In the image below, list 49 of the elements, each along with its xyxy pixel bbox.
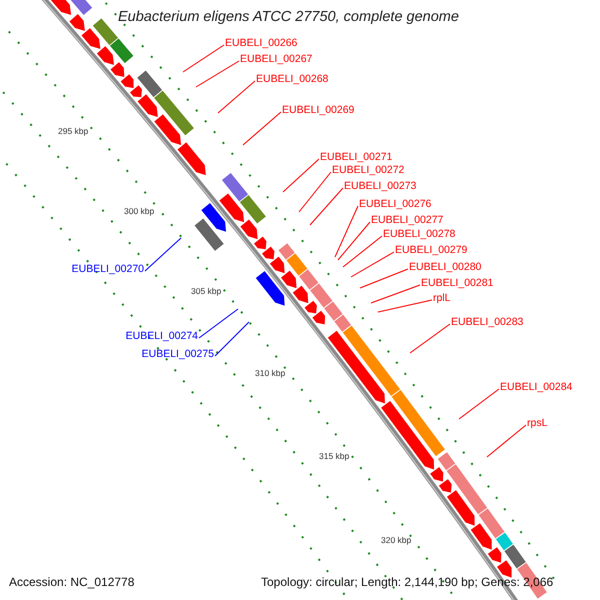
gene-label: EUBELI_00271 — [320, 151, 392, 163]
scale-label: 305 kbp — [191, 286, 222, 296]
scale-label: 310 kbp — [255, 368, 286, 378]
gene-label: EUBELI_00283 — [451, 316, 524, 328]
leader-line — [486, 424, 526, 458]
title: Eubacterium eligens ATCC 27750, complete genome — [118, 9, 459, 26]
leader-line — [342, 236, 382, 268]
leader-line — [198, 308, 238, 338]
leader-line — [182, 44, 224, 72]
gene-label: EUBELI_00284 — [500, 381, 572, 393]
gene-label: EUBELI_00273 — [344, 180, 416, 192]
leader-line — [338, 222, 370, 260]
gene-label: EUBELI_00279 — [395, 244, 468, 256]
gene-label: EUBELI_00274 — [126, 330, 198, 342]
leader-line — [458, 388, 500, 420]
scale-label: 300 kbp — [124, 206, 154, 216]
leader-line — [144, 238, 182, 272]
gene-label: EUBELI_00276 — [359, 198, 432, 210]
gene-label: EUBELI_00275 — [142, 348, 214, 360]
leader-line — [378, 300, 432, 312]
gene-label: EUBELI_00270 — [72, 263, 144, 275]
scale-label: 315 kbp — [319, 451, 350, 461]
gene-label: EUBELI_00278 — [383, 228, 456, 240]
gene-label: EUBELI_00267 — [240, 53, 312, 65]
leader-line — [370, 284, 420, 304]
leader-line — [214, 322, 250, 356]
leader-line — [196, 60, 240, 88]
leader-line — [334, 206, 358, 258]
leader-line — [282, 158, 320, 192]
leader-line — [310, 188, 344, 226]
scale-label: 320 kbp — [381, 535, 412, 545]
leader-line — [242, 112, 282, 146]
leader-line — [410, 324, 450, 354]
gene-label: EUBELI_00268 — [256, 73, 328, 85]
leader-line — [360, 268, 408, 288]
scale-label: 295 kbp — [58, 126, 88, 136]
gene-label: rpsL — [527, 417, 548, 429]
leader-line — [298, 172, 332, 212]
gene-label: EUBELI_00272 — [332, 164, 404, 176]
leader-line — [350, 252, 394, 278]
gene-label: EUBELI_00269 — [282, 104, 354, 116]
gene-label: rplL — [433, 292, 451, 304]
leader-line — [218, 80, 256, 114]
gene-label: EUBELI_00280 — [409, 261, 482, 273]
genome-stats-text: Topology: circular; Length: 2,144,190 bp; Genes: 2,066 — [261, 575, 554, 589]
gene-label: EUBELI_00266 — [225, 37, 298, 49]
gene-label: EUBELI_00277 — [371, 214, 444, 226]
gene-label: EUBELI_00281 — [421, 277, 494, 289]
accession-text: Accession: NC_012778 — [9, 575, 134, 589]
